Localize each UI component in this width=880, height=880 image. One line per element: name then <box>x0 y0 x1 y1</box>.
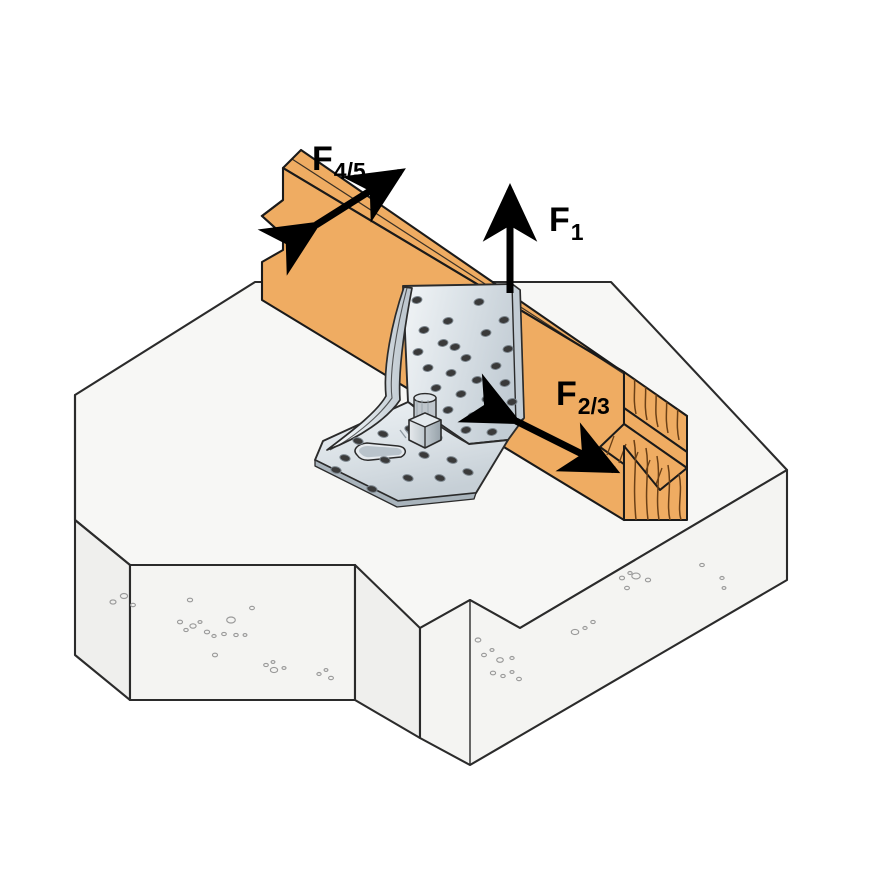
bracket-slotted-hole <box>354 442 406 461</box>
force-label-f45-subscript: 4/5 <box>333 158 366 184</box>
bracket-rib-crease <box>329 287 408 451</box>
force-label-f45-base: F <box>312 140 333 178</box>
arrow-f45 <box>257 168 406 276</box>
force-label-f1-base: F <box>549 201 570 239</box>
slab-notch-left-face <box>128 563 357 702</box>
beam-endgrain-lower <box>623 445 688 521</box>
force-label-f23: F2/3 <box>556 375 610 418</box>
slab-front-face <box>418 468 789 767</box>
force-label-f45: F4/5 <box>312 140 366 183</box>
force-label-f1: F1 <box>549 201 584 244</box>
force-label-f1-subscript: 1 <box>570 219 584 245</box>
bracket-reinforcing-rib <box>326 286 413 451</box>
force-label-f23-subscript: 2/3 <box>577 393 610 419</box>
bracket-base-thickness <box>314 459 477 508</box>
slab-crease-left <box>74 519 131 566</box>
force-arrows <box>257 168 621 474</box>
bracket-hex-nut <box>408 412 442 449</box>
arrow-f23 <box>457 373 621 474</box>
concrete-air-voids <box>109 562 727 682</box>
force-label-f23-base: F <box>556 375 577 413</box>
beam-grain-lower <box>633 439 682 520</box>
